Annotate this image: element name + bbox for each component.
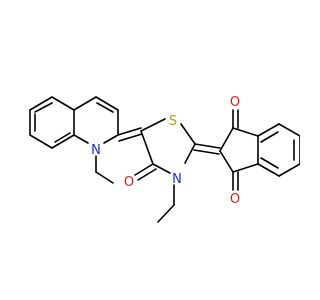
atom-oxygen-top: O <box>230 95 240 110</box>
molecule-structure: S N N O O O <box>29 95 300 223</box>
atom-nitrogen-thiazolidine: N <box>172 172 182 187</box>
atom-sulfur: S <box>169 114 177 129</box>
bonds <box>29 96 300 223</box>
atom-labels: S N N O O O <box>91 95 240 207</box>
atom-oxygen-carbonyl: O <box>124 175 134 190</box>
atom-oxygen-bottom: O <box>230 192 240 207</box>
atom-nitrogen-quinoline: N <box>91 143 101 158</box>
